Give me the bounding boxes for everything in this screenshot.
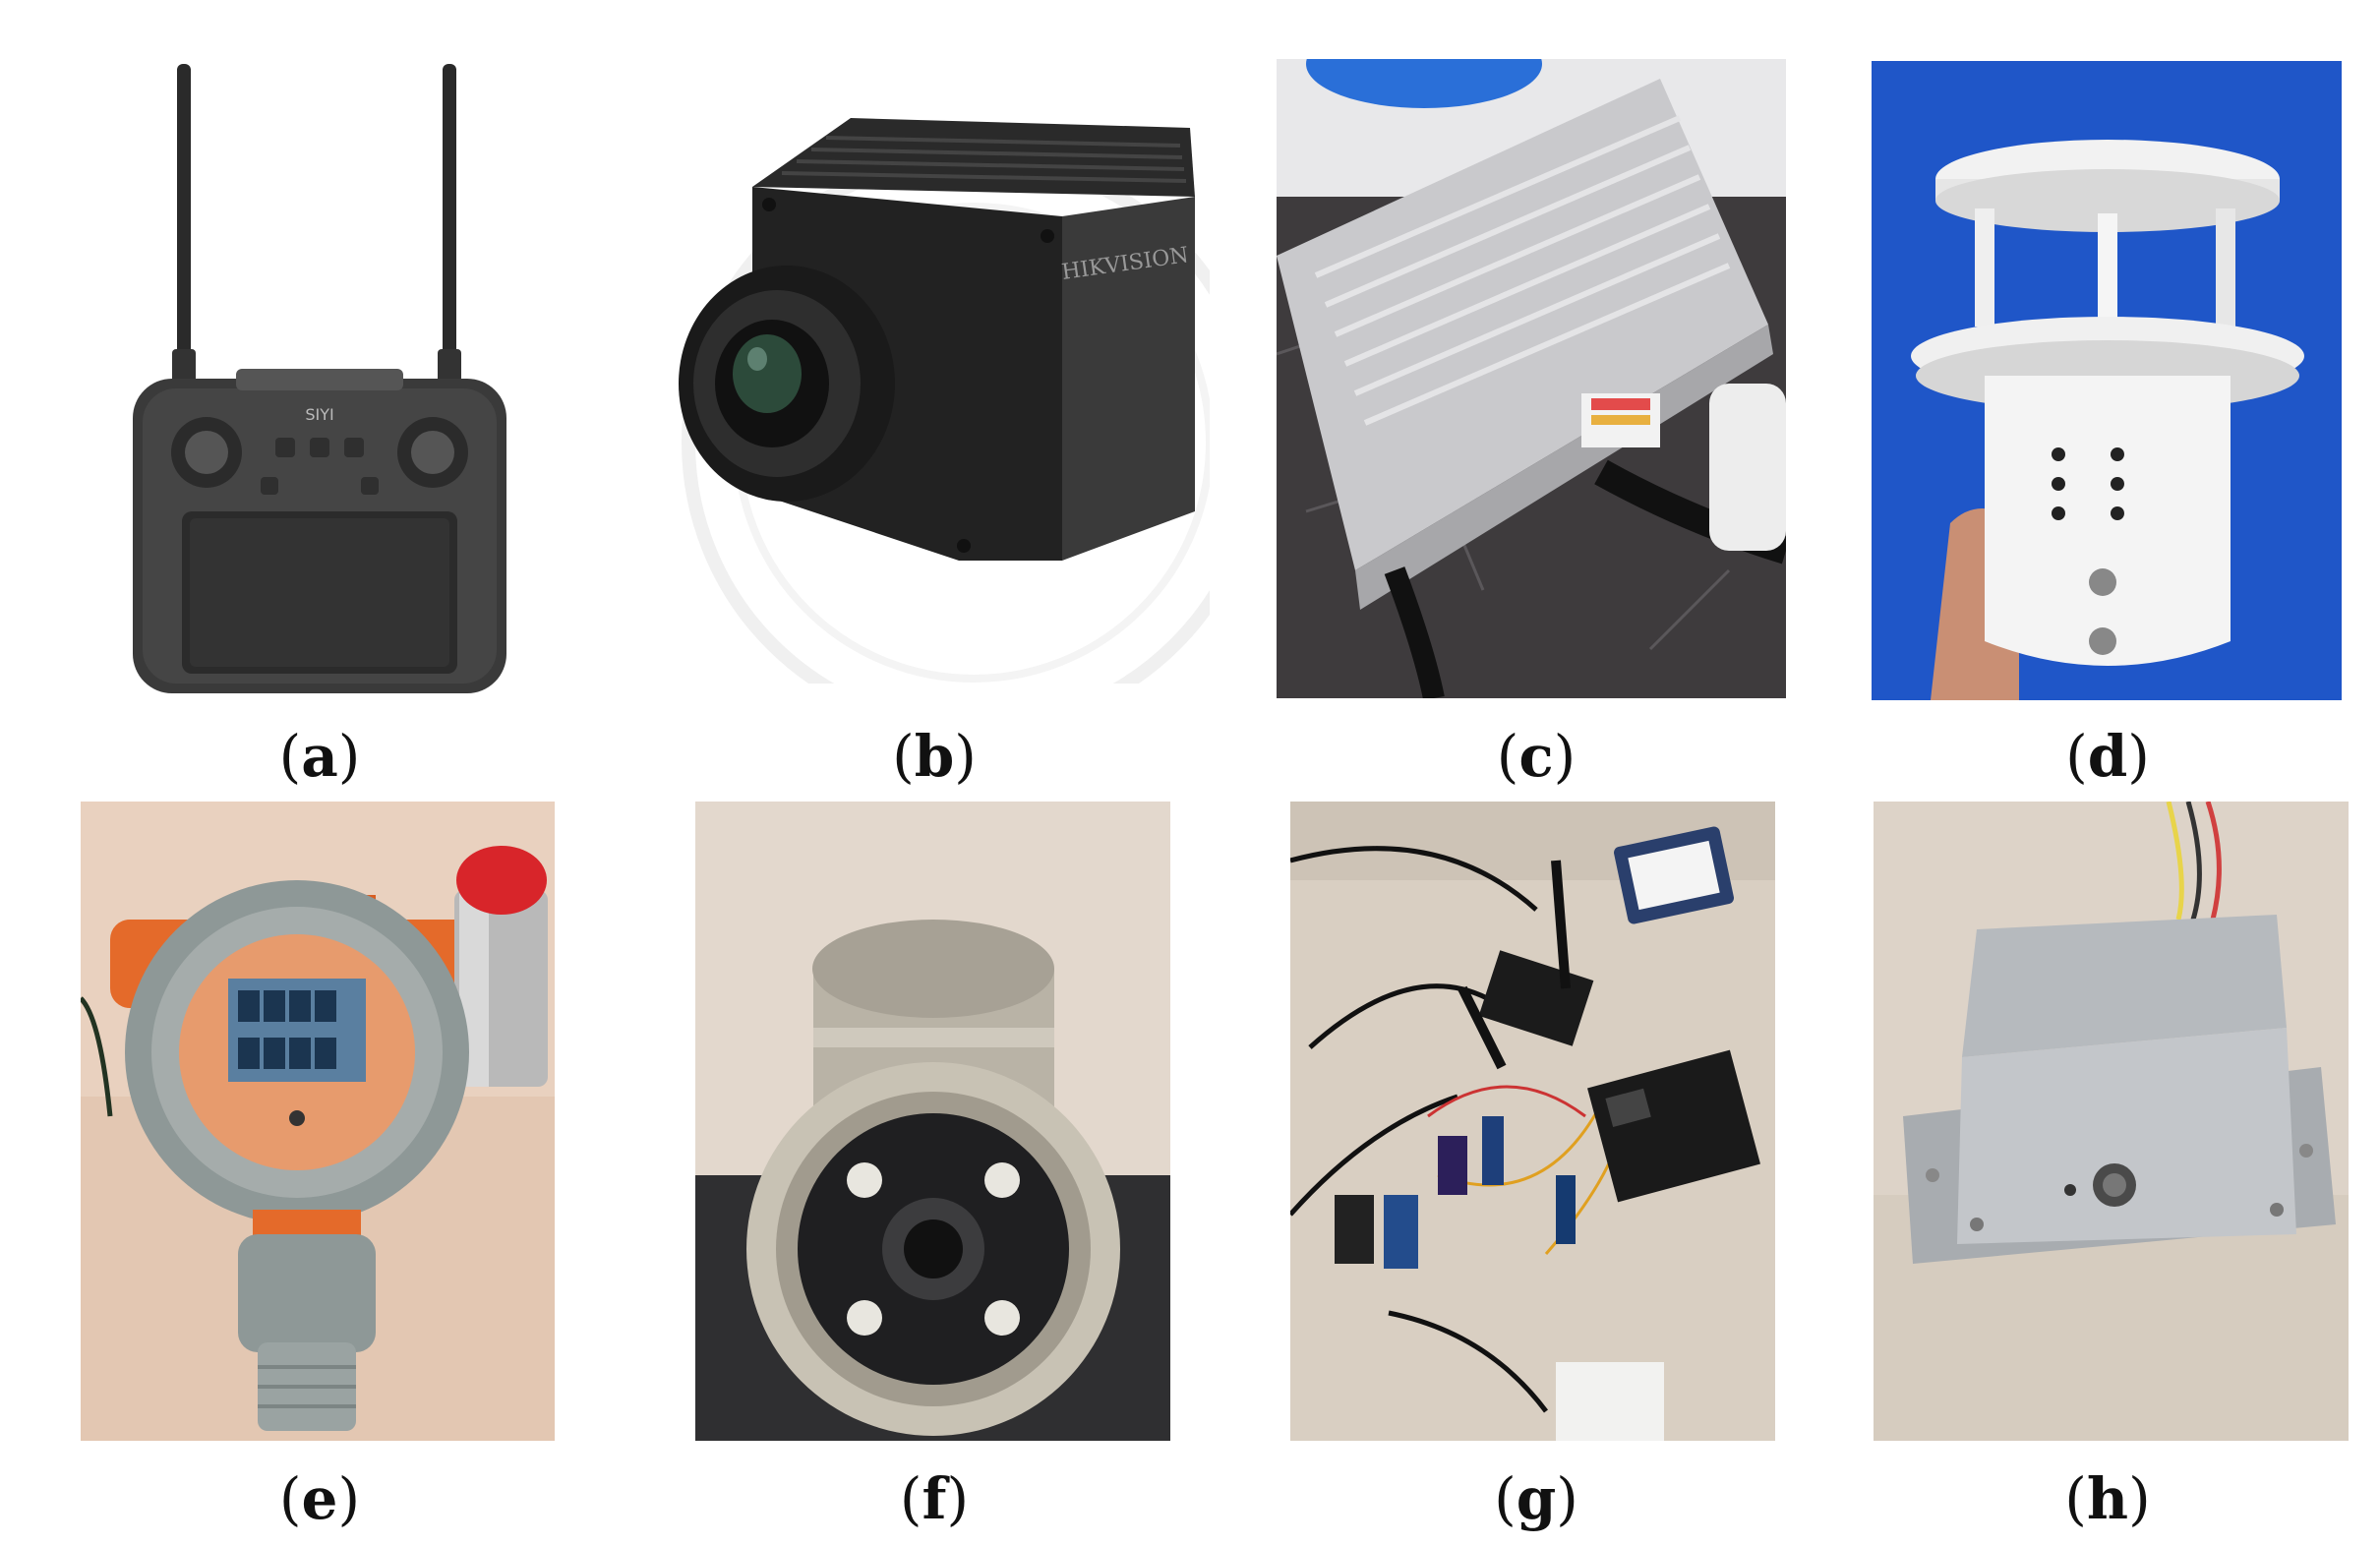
panel-d-image: [1872, 61, 2342, 700]
caption-b-letter: b: [914, 723, 955, 790]
caption-d: (d): [2065, 723, 2150, 790]
caption-c-letter: c: [1518, 723, 1554, 790]
panel-b-image: HIKVISION: [679, 59, 1210, 684]
caption-h: (h): [2064, 1465, 2151, 1532]
caption-a-letter: a: [301, 723, 338, 790]
caption-c: (c): [1496, 723, 1577, 790]
panel-a-brand-label: SIYI: [305, 405, 333, 424]
caption-e-letter: e: [301, 1465, 338, 1532]
panel-g-image: [1290, 802, 1775, 1441]
caption-g-letter: g: [1516, 1465, 1557, 1532]
panel-h-image: [1874, 802, 2349, 1441]
panel-f-image: [695, 802, 1170, 1441]
caption-h-letter: h: [2086, 1465, 2129, 1532]
panel-a-image: SIYI: [113, 54, 526, 703]
panel-c-image: [1277, 59, 1786, 698]
caption-e: (e): [278, 1465, 361, 1532]
caption-f: (f): [899, 1465, 970, 1532]
panel-e-image: [81, 802, 555, 1441]
caption-a: (a): [278, 723, 361, 790]
caption-g: (g): [1494, 1465, 1578, 1532]
caption-b: (b): [892, 723, 977, 790]
caption-d-letter: d: [2087, 723, 2128, 790]
caption-f-letter: f: [922, 1465, 947, 1532]
